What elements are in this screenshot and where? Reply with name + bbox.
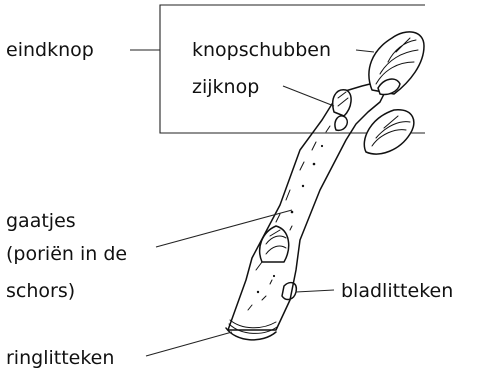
leader-knopschubben [356, 50, 374, 52]
leader-zijknop [283, 86, 334, 106]
label-eindknop: eindknop [6, 39, 94, 61]
label-ringlitteken: ringlitteken [6, 347, 114, 369]
label-knopschubben: knopschubben [192, 39, 331, 61]
label-bladlitteken: bladlitteken [341, 280, 453, 302]
ring-scar-lines [229, 320, 277, 333]
label-gaatjes-line1: gaatjes [6, 210, 76, 232]
terminal-bud [369, 32, 424, 95]
side-bud-right [364, 110, 414, 154]
leader-bladlitteken [296, 290, 334, 292]
leader-ringlitteken [146, 332, 232, 356]
pores [257, 145, 323, 293]
lower-side-bud [260, 226, 289, 262]
leaf-scar-upper [335, 116, 347, 130]
label-gaatjes-line3: schors) [6, 280, 75, 302]
leaf-scar [282, 283, 296, 300]
label-zijknop: zijknop [192, 76, 259, 98]
side-bud-left [333, 90, 351, 116]
label-gaatjes-line2: (poriën in de [6, 243, 127, 265]
